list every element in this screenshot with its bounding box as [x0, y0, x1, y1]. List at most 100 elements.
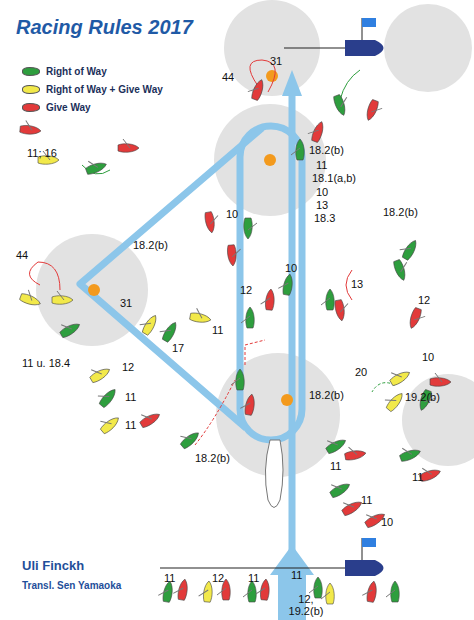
boat — [227, 244, 242, 266]
finish-arrowhead — [282, 70, 302, 96]
rule-number: 18.2(b) — [133, 239, 168, 251]
legend-text: Right of Way — [46, 66, 107, 77]
rule-number: 12 — [240, 284, 252, 296]
boat — [407, 307, 427, 331]
boat — [430, 373, 451, 386]
boat — [20, 120, 42, 135]
finish-line — [284, 47, 345, 48]
boat — [189, 307, 212, 324]
rule-number: 10 — [285, 262, 297, 274]
rule-number: 11 — [291, 569, 302, 581]
rule-number: 11 — [164, 572, 175, 584]
boat — [386, 581, 399, 602]
boat — [57, 317, 82, 339]
title: Racing Rules 2017 — [16, 16, 193, 38]
boat — [157, 318, 179, 343]
rule-number: 13 — [316, 199, 328, 211]
rule-number: 18.2(b) — [383, 206, 418, 218]
rule-number: 12, 19.2(b) — [285, 593, 327, 617]
rule-number: 19.2(b) — [405, 391, 440, 403]
legend-row: Right of Way — [22, 66, 107, 77]
legend-swatch — [22, 67, 40, 76]
boat — [177, 426, 202, 450]
rule-number: 10 — [316, 186, 328, 198]
boat — [364, 99, 384, 123]
legend-text: Right of Way + Give Way — [46, 84, 163, 95]
rule-number: 18.2(b) — [309, 144, 344, 156]
boat — [398, 443, 422, 463]
boat — [97, 411, 122, 435]
marks — [88, 70, 293, 406]
rule-number: 18.3 — [314, 212, 335, 224]
boat — [291, 139, 304, 160]
boat — [239, 393, 256, 416]
tracks — [29, 60, 395, 445]
rule-number: 12 — [418, 294, 430, 306]
boat — [231, 369, 244, 390]
gate-boat — [265, 440, 283, 508]
boat — [260, 288, 275, 310]
legend-swatch — [22, 103, 40, 112]
credit: Uli Finckh — [22, 560, 84, 572]
committee-boats — [345, 18, 384, 576]
rule-number: 11 — [330, 460, 341, 472]
boat — [243, 581, 256, 602]
rule-number: 31 — [120, 297, 132, 309]
boat — [323, 433, 348, 455]
boat — [387, 365, 412, 387]
legend-row: Right of Way + Give Way — [22, 84, 163, 95]
rule-number: 44 — [16, 249, 28, 261]
boat — [321, 289, 334, 310]
boat — [87, 362, 112, 384]
rule-number: 18.1(a,b) — [312, 172, 356, 184]
legend-text: Give Way — [46, 102, 91, 113]
boat — [277, 273, 294, 296]
boat — [198, 580, 213, 602]
rule-number: 12 — [122, 361, 134, 373]
boat — [382, 388, 406, 413]
rule-number: 11 — [248, 572, 259, 584]
zone-circles — [36, 0, 474, 477]
boat — [84, 156, 108, 176]
rule-number: 11 — [212, 324, 223, 336]
boat — [137, 407, 162, 429]
boat — [204, 211, 221, 234]
rule-number: 11 u. 18.4 — [22, 357, 70, 369]
rule-number: 10 — [422, 351, 434, 363]
legend-row: Give Way — [22, 102, 91, 113]
boat — [241, 307, 254, 328]
rule-number: 11 — [412, 471, 423, 483]
rule-number: 11 — [361, 494, 372, 506]
rule-number: 17 — [172, 342, 184, 354]
boat — [321, 583, 334, 604]
rule-number: 44 — [222, 71, 234, 83]
boat — [333, 93, 353, 117]
boat — [397, 236, 419, 261]
boat — [361, 580, 378, 603]
boat — [344, 444, 367, 461]
boats — [19, 77, 451, 604]
boat — [95, 384, 119, 409]
rule-number: 11 — [125, 419, 136, 431]
boat — [393, 258, 413, 282]
boat — [306, 119, 326, 143]
rule-number: 10 — [226, 208, 238, 220]
boat — [118, 139, 139, 152]
credit: Transl. Sen Yamaoka — [22, 580, 121, 592]
rule-number: 11 — [125, 391, 136, 403]
rule-number: 11; 16 — [27, 147, 57, 159]
boat — [137, 311, 159, 336]
boat — [19, 288, 43, 308]
course-line — [80, 92, 302, 560]
start-line — [160, 567, 345, 568]
rule-number: 13 — [351, 278, 363, 290]
legend-swatch — [22, 85, 40, 94]
boat — [339, 495, 364, 517]
rule-number: 12 — [212, 572, 224, 584]
boat — [244, 218, 257, 239]
rule-number: 11 — [316, 159, 327, 171]
rule-number: 18.2(b) — [195, 452, 230, 464]
boat — [327, 477, 352, 499]
boat — [334, 299, 351, 322]
rule-number: 31 — [270, 55, 282, 67]
